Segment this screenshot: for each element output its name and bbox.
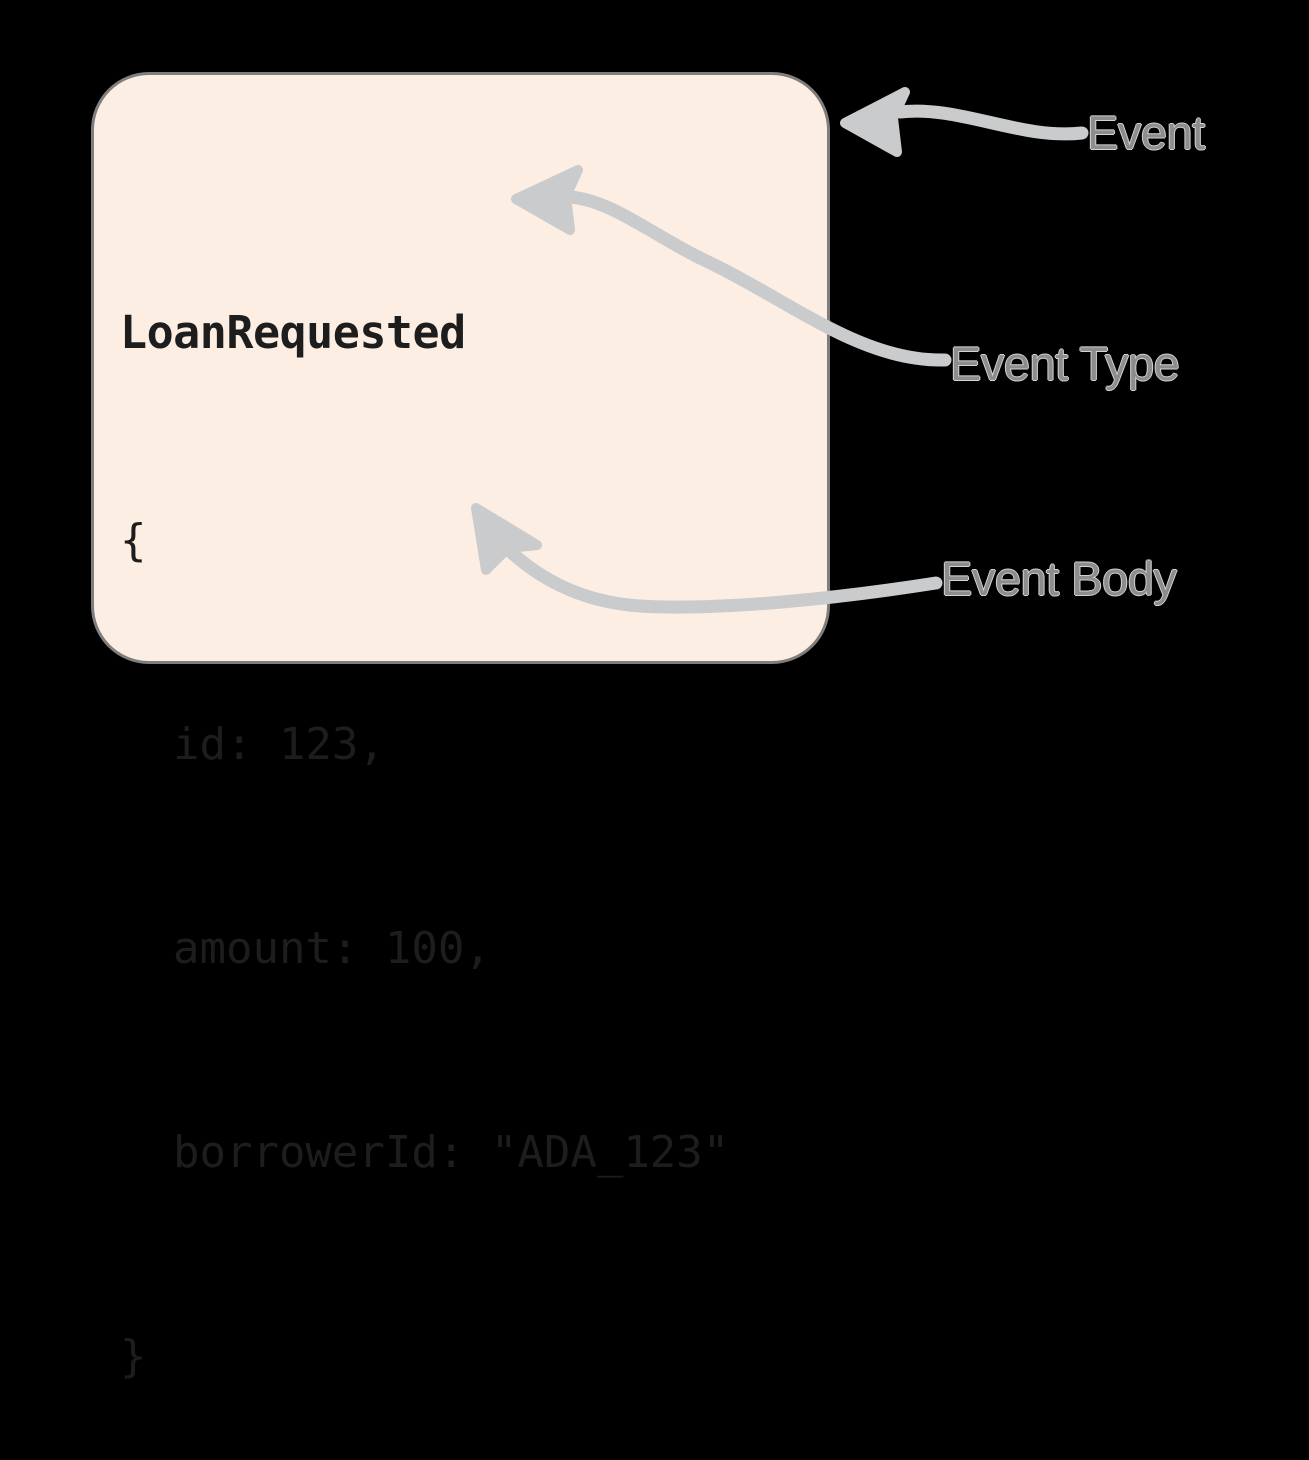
- event-body-line-borrower-id: borrowerId: "ADA_123": [120, 1127, 730, 1178]
- annotation-arrow-event-type: [511, 165, 952, 367]
- annotation-arrow-event: [840, 87, 1089, 157]
- event-body-line-close-brace: }: [120, 1331, 147, 1382]
- diagram-canvas: LoanRequested { id: 123, amount: 100, bo…: [91, 72, 1206, 1382]
- annotation-arrow-event-body: [471, 503, 943, 614]
- annotation-label-event-type: Event Type: [950, 337, 1180, 390]
- annotation-arrows-layer: [471, 87, 1089, 614]
- annotation-label-event: Event: [1087, 106, 1205, 159]
- event-type-title: LoanRequested: [120, 306, 466, 359]
- event-body-line-amount: amount: 100,: [120, 923, 491, 974]
- annotation-label-event-body: Event Body: [941, 552, 1177, 605]
- event-body-line-open-brace: {: [120, 515, 147, 566]
